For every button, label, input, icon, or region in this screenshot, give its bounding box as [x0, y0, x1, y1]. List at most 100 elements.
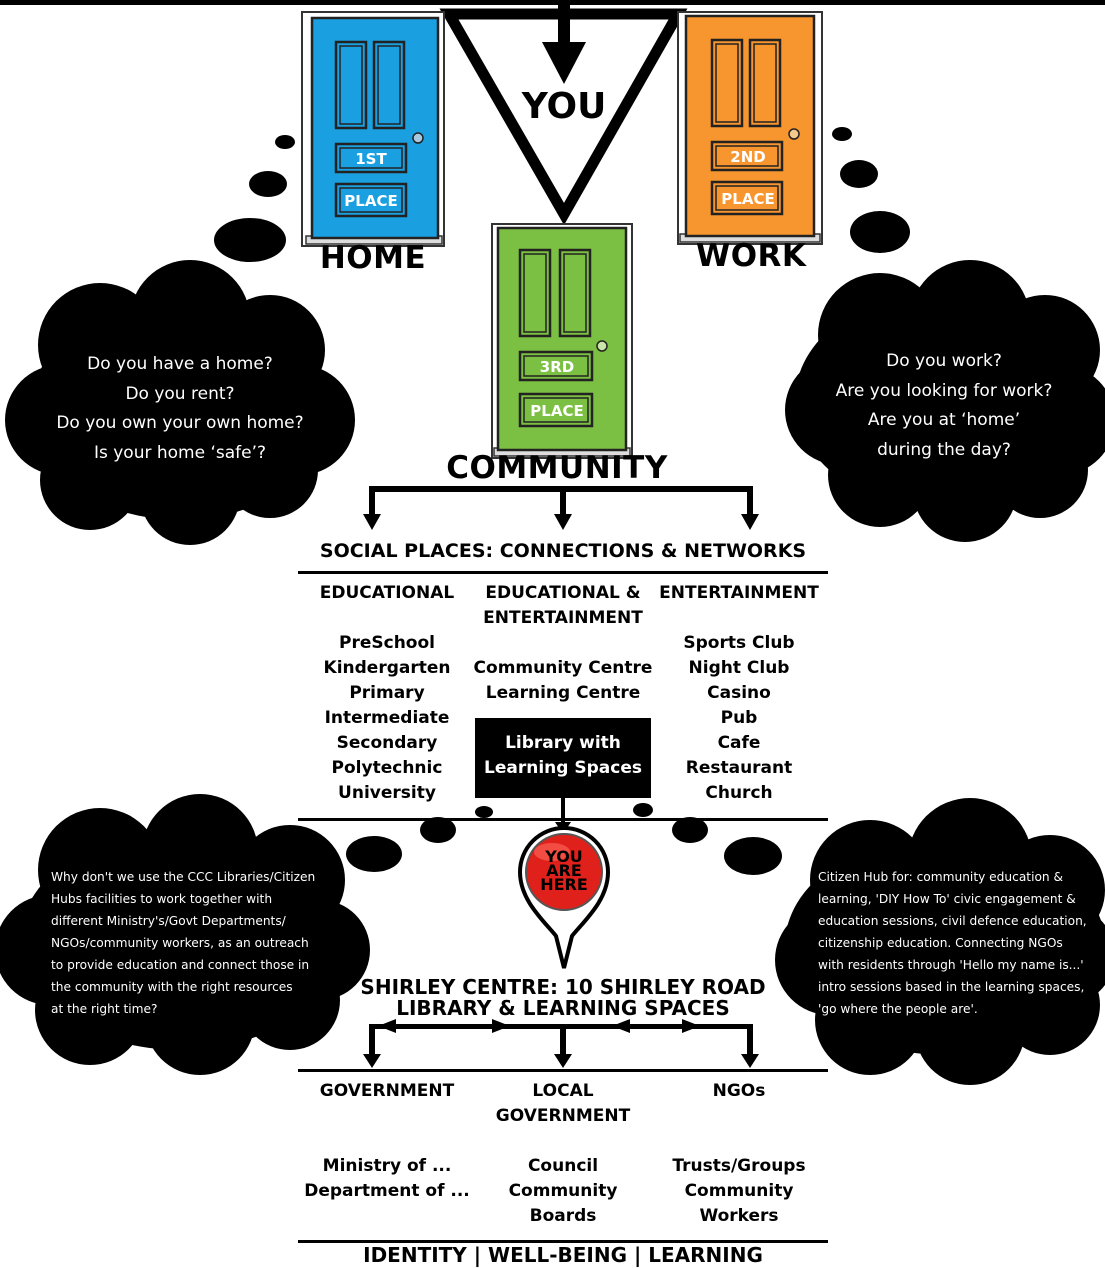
question-line: during the day? — [877, 439, 1011, 460]
question-line: Are you at ‘home’ — [867, 410, 1021, 430]
list-item: PreSchool — [339, 633, 435, 653]
arrow-right-icon — [492, 1019, 510, 1033]
pin-line: YOU — [545, 847, 583, 866]
shirley-subtitle: LIBRARY & LEARNING SPACES — [396, 996, 730, 1020]
arrow-down-icon — [741, 514, 759, 530]
column-header-edu-entertainment: EDUCATIONAL & ENTERTAINMENT — [466, 581, 660, 631]
list-item: University — [338, 783, 436, 803]
cloud-line: learning, 'DIY How To' civic engagement … — [818, 892, 1076, 906]
cloud-line: with residents through 'Hello my name is… — [818, 958, 1084, 972]
pin-line: ARE — [546, 861, 582, 880]
arrow-left-icon — [612, 1019, 630, 1033]
list-item: Learning Centre — [485, 683, 641, 703]
list-item: Trusts/Groups — [672, 1156, 806, 1176]
doorknob-icon — [788, 128, 800, 140]
government-list: Ministry of ... Department of ... — [296, 1154, 478, 1204]
question-line: Do you own your own home? — [56, 413, 304, 433]
header-line: NGOs — [712, 1081, 766, 1101]
list-item: Casino — [707, 683, 771, 703]
cloud-line: to provide education and connect those i… — [51, 958, 310, 972]
you-label: YOU — [521, 86, 607, 127]
list-item: Church — [705, 783, 773, 803]
header-line: ENTERTAINMENT — [659, 583, 819, 603]
list-item: Community — [684, 1181, 794, 1201]
work-door-number: 2ND — [730, 148, 765, 166]
list-item: Community Centre — [473, 658, 653, 678]
community-caption: COMMUNITY — [446, 450, 668, 486]
work-door-place: PLACE — [721, 190, 774, 208]
cloud-line: Citizen Hub for: community education & — [818, 870, 1064, 884]
list-item: Kindergarten — [323, 658, 451, 678]
arrow-down-icon — [363, 1054, 381, 1068]
doorknob-icon — [412, 132, 424, 144]
list-item: Polytechnic — [331, 758, 443, 778]
arrow-left-icon — [378, 1019, 396, 1033]
list-item: Community — [508, 1181, 618, 1201]
library-connector — [561, 798, 565, 824]
library-box-line: Learning Spaces — [484, 758, 642, 778]
cloud-line: education sessions, civil defence educat… — [818, 914, 1087, 928]
edu-entertainment-list: Community Centre Learning Centre — [466, 656, 660, 706]
header-line: EDUCATIONAL & — [485, 583, 641, 603]
cloud-line: 'go where the people are'. — [818, 1002, 978, 1016]
you-triangle — [439, 8, 688, 226]
list-item: Night Club — [688, 658, 790, 678]
column-header-entertainment: ENTERTAINMENT — [652, 581, 826, 606]
header-line: GOVERNMENT — [495, 1106, 631, 1126]
list-item: Sports Club — [683, 633, 795, 653]
citizen-hub-text: Citizen Hub for: community education & l… — [818, 866, 1102, 1020]
home-door-number: 1ST — [355, 150, 387, 168]
question-line: Is your home ‘safe’? — [93, 442, 267, 463]
community-door-place: PLACE — [530, 402, 583, 420]
community-door: 3RD PLACE — [491, 223, 633, 459]
shirley-branch — [363, 1019, 759, 1068]
you-are-here-label: YOU ARE HERE — [530, 847, 598, 893]
home-cloud — [5, 260, 355, 545]
column-header-ngos: NGOs — [652, 1079, 826, 1104]
list-item: Primary — [349, 683, 425, 703]
work-door: 2ND PLACE — [677, 11, 823, 245]
social-places-title: SOCIAL PLACES: CONNECTIONS & NETWORKS — [319, 540, 807, 562]
cloud-line: intro sessions based in the learning spa… — [818, 980, 1085, 994]
home-caption: HOME — [319, 240, 427, 276]
question-line: Do you work? — [886, 351, 1002, 371]
cloud-line: Why don't we use the CCC Libraries/Citiz… — [51, 870, 316, 884]
list-item: Secondary — [336, 733, 438, 753]
list-item: Restaurant — [685, 758, 793, 778]
work-caption: WORK — [696, 238, 807, 274]
header-line: ENTERTAINMENT — [483, 608, 643, 628]
arrow-down-icon — [363, 514, 381, 530]
top-rule — [0, 0, 1105, 5]
cloud-line: citizenship education. Connecting NGOs — [818, 936, 1063, 950]
rule-footer — [298, 1240, 828, 1243]
work-questions: Do you work? Are you looking for work? A… — [810, 347, 1078, 465]
doorknob-icon — [596, 340, 608, 352]
arrow-down-icon — [554, 1054, 572, 1068]
home-questions: Do you have a home? Do you rent? Do you … — [40, 350, 320, 468]
column-header-government: GOVERNMENT — [296, 1079, 478, 1104]
ngos-list: Trusts/Groups Community Workers — [652, 1154, 826, 1229]
work-cloud — [785, 260, 1105, 542]
arrow-down-icon — [741, 1054, 759, 1068]
list-item: Cafe — [717, 733, 761, 753]
library-box: Library with Learning Spaces — [475, 718, 651, 798]
list-item: Boards — [529, 1206, 597, 1226]
cloud-line: NGOs/community workers, as an outreach — [51, 936, 309, 950]
libraries-cloud — [0, 794, 370, 1075]
top-arrow-head — [542, 42, 586, 84]
list-item: Council — [527, 1156, 599, 1176]
you-are-here-pin — [517, 826, 611, 969]
cloud-line: different Ministry's/Govt Departments/ — [51, 914, 286, 928]
list-item: Pub — [720, 708, 758, 728]
arrow-down-icon — [554, 514, 572, 530]
home-door: 1ST PLACE — [301, 11, 445, 247]
list-item: Department of ... — [304, 1181, 470, 1201]
rule-partners-top — [298, 1069, 828, 1072]
header-line: LOCAL — [532, 1081, 594, 1101]
question-line: Are you looking for work? — [835, 380, 1053, 401]
header-line: EDUCATIONAL — [319, 583, 455, 603]
top-arrow-shaft — [558, 0, 570, 48]
footer-tagline: IDENTITY | WELL-BEING | LEARNING — [363, 1243, 763, 1267]
